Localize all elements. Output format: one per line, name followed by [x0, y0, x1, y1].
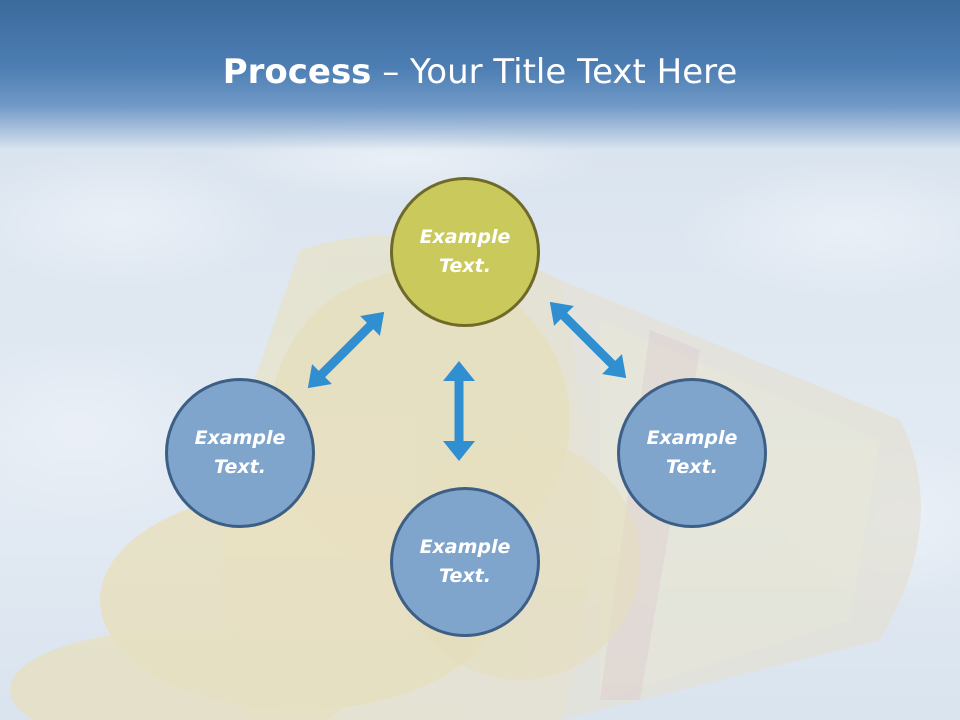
slide-title: Process – Your Title Text Here	[0, 52, 960, 92]
node-right: Example Text.	[617, 378, 767, 528]
arrow-top-right	[549, 301, 627, 379]
title-rest: – Your Title Text Here	[371, 52, 738, 92]
node-top-label: Example Text.	[419, 226, 511, 277]
node-right-label: Example Text.	[646, 427, 738, 478]
arrow-top-bottom	[443, 361, 475, 461]
node-bottom-label: Example Text.	[419, 536, 511, 587]
node-top: Example Text.	[390, 177, 540, 327]
title-bold: Process	[222, 52, 372, 92]
node-bottom: Example Text.	[390, 487, 540, 637]
title-bar	[0, 0, 960, 150]
node-left: Example Text.	[165, 378, 315, 528]
node-left-label: Example Text.	[194, 427, 286, 478]
arrow-top-left	[307, 311, 385, 389]
